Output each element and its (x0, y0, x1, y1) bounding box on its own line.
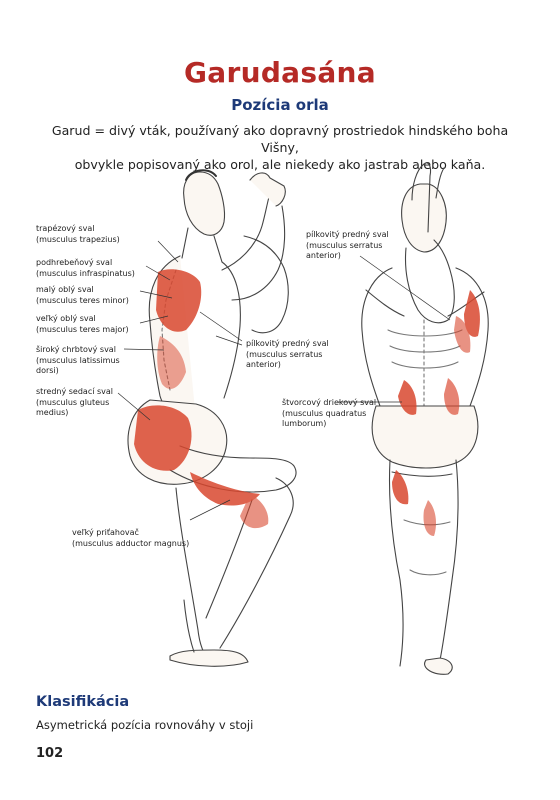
front-view-figure (361, 162, 489, 675)
label-quadratus: štvorcový driekový sval (musculus quadra… (282, 398, 377, 428)
page-subtitle: Pozícia orla (231, 96, 329, 114)
label-serratus-left: pílkovitý predný sval (musculus serratus… (246, 339, 329, 369)
label-teres-minor: malý oblý sval (musculus teres minor) (36, 285, 129, 305)
label-latissimus: široký chrbtový sval (musculus latissimu… (36, 345, 120, 375)
label-gluteus-medius: stredný sedací sval (musculus gluteus me… (36, 387, 114, 417)
label-adductor-magnus: veľký priťahovač (musculus adductor magn… (72, 528, 190, 548)
page-title: Garudasána (184, 56, 376, 89)
label-serratus-right: pílkovitý predný sval (musculus serratus… (306, 230, 389, 260)
description-line-2: obvykle popisovaný ako orol, ale niekedy… (74, 157, 486, 172)
label-infraspinatus: podhrebeňový sval (musculus infraspinatu… (36, 258, 135, 278)
muscle-highlights (134, 269, 480, 536)
description: Garud = divý vták, používaný ako dopravn… (40, 122, 520, 173)
description-line-1: Garud = divý vták, používaný ako dopravn… (51, 123, 509, 155)
anatomy-illustration (117, 162, 489, 675)
classification-text: Asymetrická pozícia rovnováhy v stoji (36, 718, 254, 732)
label-teres-major: veľký oblý sval (musculus teres major) (36, 314, 129, 334)
classification-heading: Klasifikácia (36, 694, 130, 710)
label-trapezius: trapézový sval (musculus trapezius) (36, 224, 120, 244)
page-number: 102 (36, 746, 64, 761)
leader-lines (117, 240, 451, 521)
